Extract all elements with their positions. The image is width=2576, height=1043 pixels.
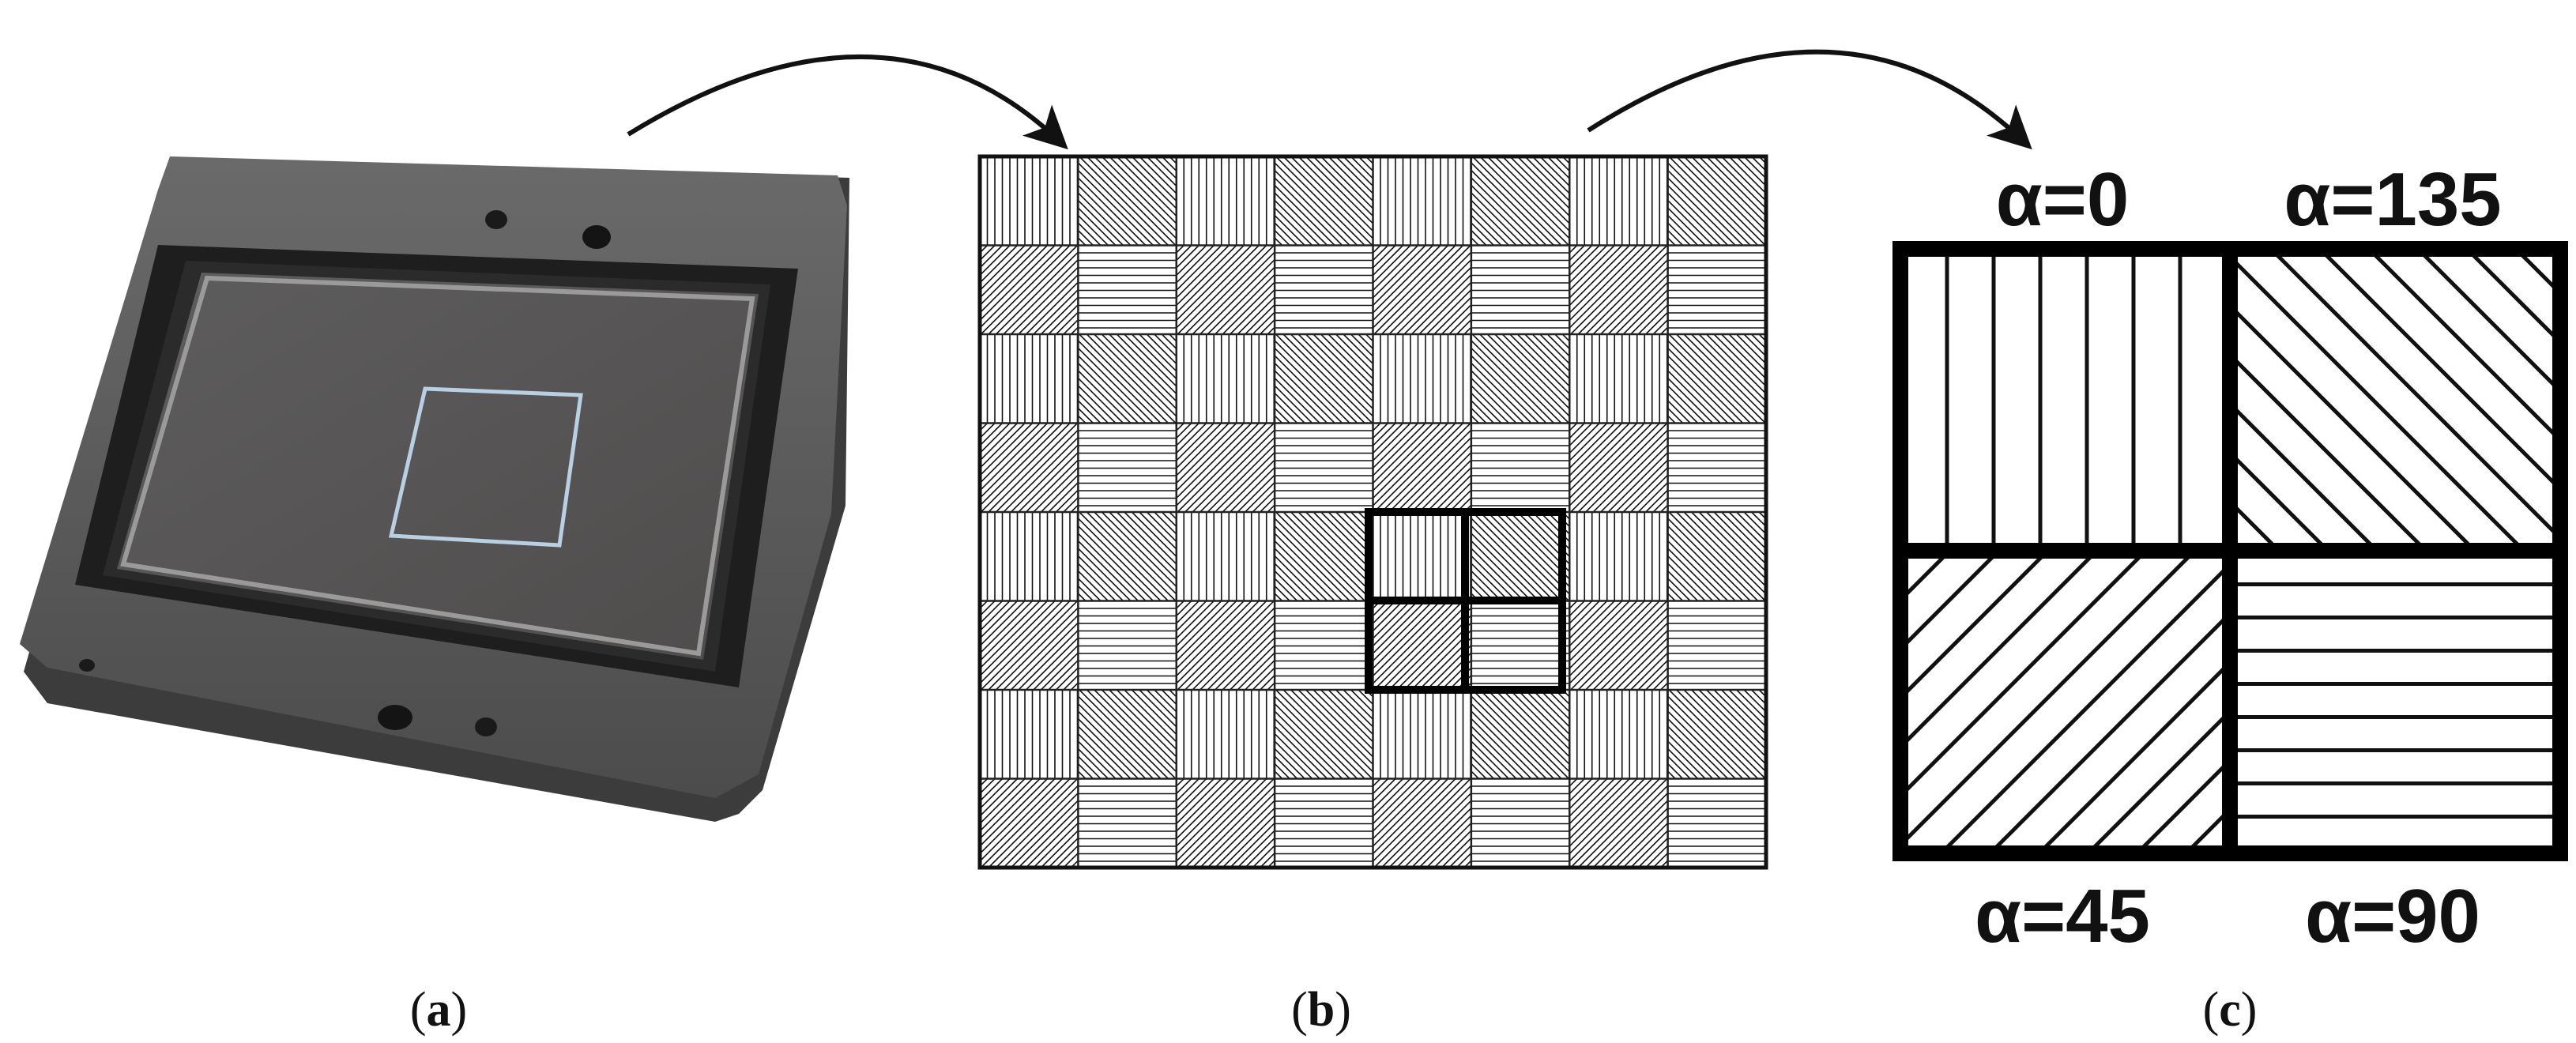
polarizer-mosaic <box>977 154 1768 870</box>
alpha-label-135: α=135 <box>2284 157 2501 242</box>
detail-cell-diagonal-45 <box>1900 551 2231 853</box>
mosaic-cell-horizontal <box>1275 430 1373 506</box>
mosaic-cell-horizontal <box>1275 252 1373 329</box>
mosaic-cell-diagonal-135 <box>1078 334 1177 424</box>
arrow-b-to-c <box>1587 49 2032 150</box>
mosaic-cell-horizontal <box>1471 785 1570 862</box>
mosaic-cell-diagonal-135 <box>1471 156 1570 246</box>
detail-cell-diagonal-135 <box>2230 249 2560 552</box>
mosaic-cell-diagonal-135 <box>1667 156 1766 246</box>
mosaic-cell-horizontal <box>1078 785 1177 862</box>
panel-caption-c: (c) <box>2203 983 2258 1037</box>
panel-caption-a: (a) <box>410 983 467 1037</box>
mosaic-cell-horizontal <box>1471 430 1570 506</box>
mosaic-cell-vertical <box>1183 334 1275 424</box>
mosaic-cell-diagonal-135 <box>1078 512 1177 601</box>
alpha-label-90: α=90 <box>2305 874 2480 958</box>
mosaic-cell-horizontal <box>1667 430 1766 506</box>
mosaic-cell-horizontal <box>1667 608 1766 684</box>
mosaic-cell-vertical <box>1380 690 1471 779</box>
mosaic-cell-horizontal <box>1471 252 1570 329</box>
mount-hole <box>582 225 611 249</box>
mosaic-cell-vertical <box>1576 156 1668 246</box>
mosaic-cell-diagonal-135 <box>1667 512 1766 601</box>
mosaic-cell-vertical <box>986 334 1079 424</box>
alpha-label-0: α=0 <box>1996 157 2129 242</box>
mosaic-cell-diagonal-45 <box>1373 423 1471 512</box>
superpixel-highlight <box>1365 508 1566 694</box>
mosaic-cell-vertical <box>1183 512 1275 601</box>
mount-hole <box>475 717 497 736</box>
panel-caption-b: (b) <box>1291 983 1351 1037</box>
superpixel-detail <box>1892 241 2568 861</box>
mosaic-cell-horizontal <box>1471 608 1570 684</box>
alpha-label-45: α=45 <box>1975 874 2150 958</box>
mosaic-cell-horizontal <box>1078 430 1177 506</box>
mosaic-cell-horizontal <box>1275 785 1373 862</box>
mosaic-cell-diagonal-45 <box>1569 423 1668 512</box>
mosaic-cell-horizontal <box>1078 608 1177 684</box>
mosaic-cell-vertical <box>1380 334 1471 424</box>
mosaic-cell-horizontal <box>1078 252 1177 329</box>
mosaic-cell-diagonal-45 <box>1176 423 1275 512</box>
mosaic-cell-diagonal-45 <box>1176 601 1275 690</box>
image-sensor <box>20 156 849 822</box>
mosaic-cell-diagonal-135 <box>1471 334 1570 424</box>
mosaic-cell-horizontal <box>1667 252 1766 329</box>
mount-hole <box>378 705 412 730</box>
mosaic-cell-diagonal-135 <box>1275 512 1373 601</box>
sensor-region-outline <box>388 386 583 548</box>
mosaic-cell-vertical <box>1576 512 1668 601</box>
arrow-a-to-b <box>627 55 1068 150</box>
mosaic-cell-diagonal-135 <box>1275 156 1373 246</box>
mosaic-cell-vertical <box>1183 690 1275 779</box>
sensor-glass <box>117 273 759 660</box>
mount-hole <box>79 659 95 672</box>
mosaic-cell-horizontal <box>1275 608 1373 684</box>
mosaic-cell-diagonal-45 <box>1569 245 1668 334</box>
mosaic-cell-horizontal <box>1667 785 1766 862</box>
mosaic-cell-vertical <box>986 690 1079 779</box>
mount-hole <box>485 210 507 229</box>
